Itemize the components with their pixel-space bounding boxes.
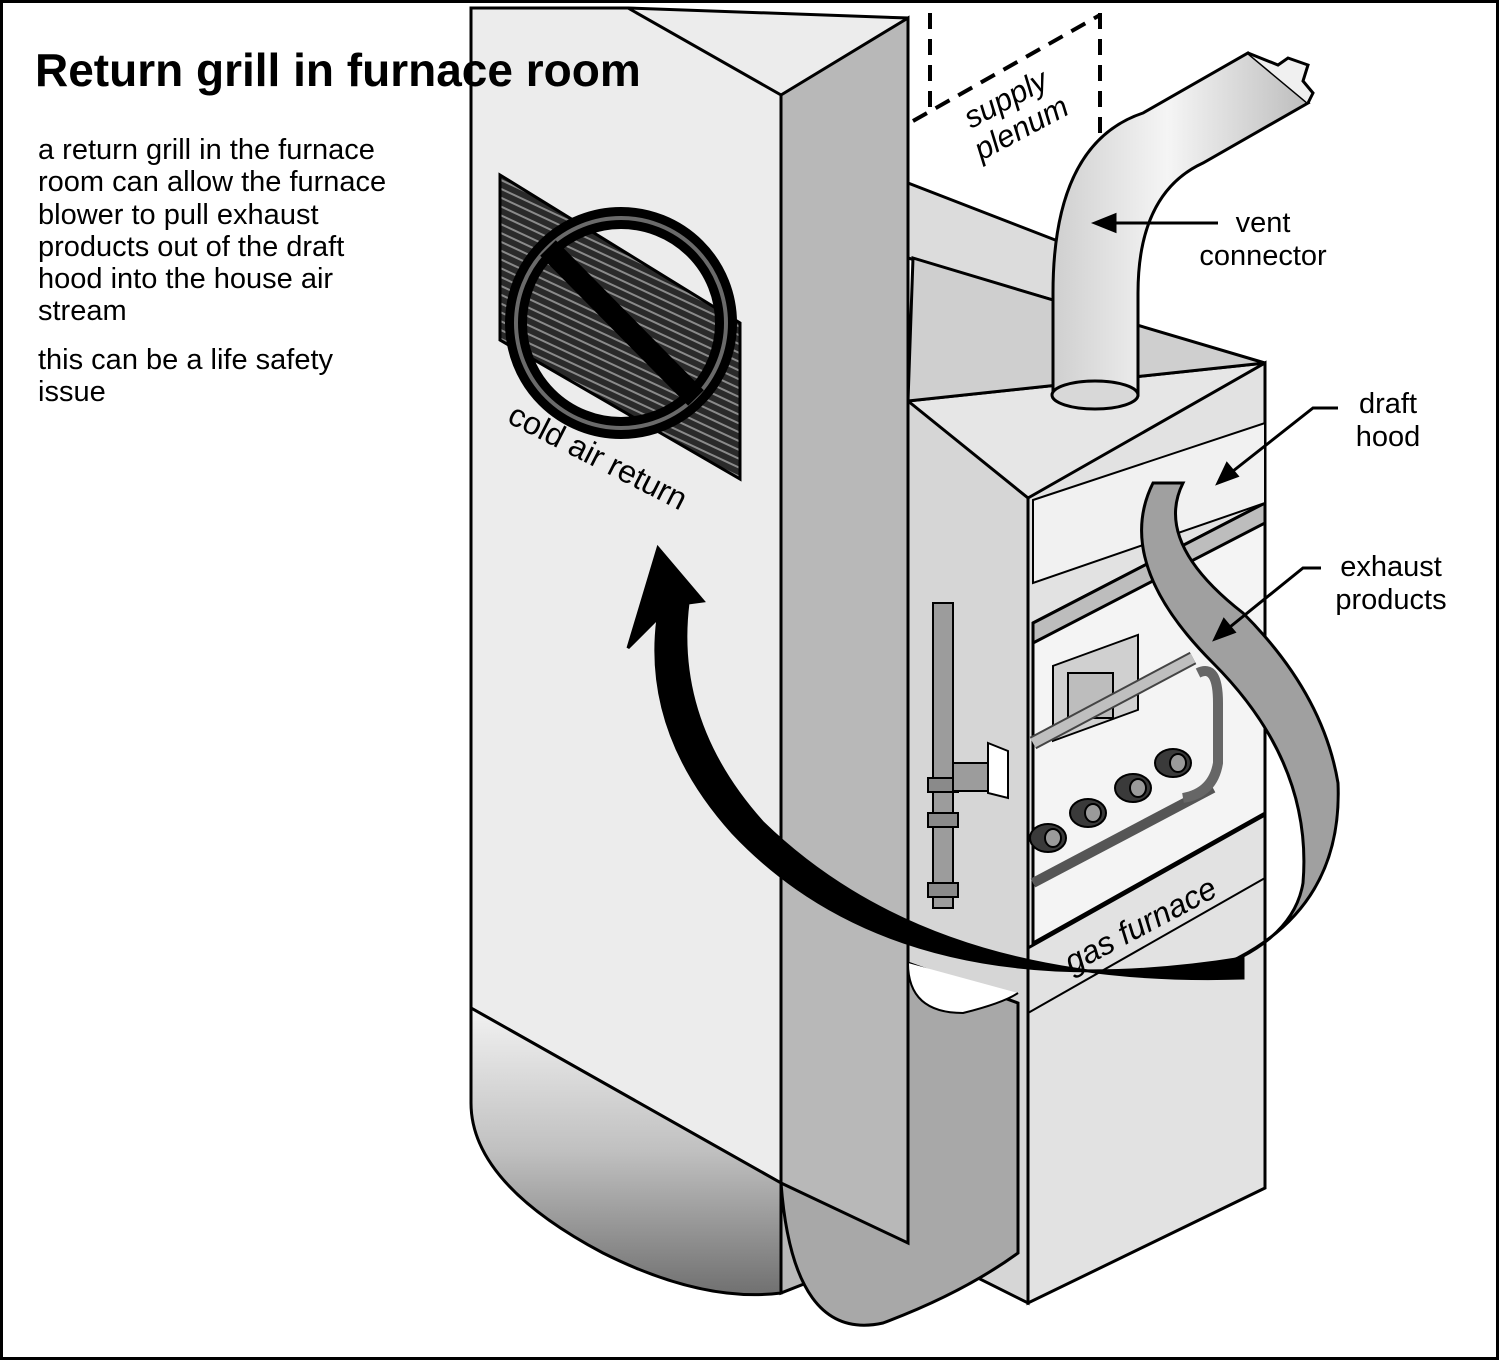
- burner-assembly: [1029, 633, 1223, 888]
- vent-connector-label: vent connector: [1199, 207, 1327, 272]
- description-paragraph: a return grill in the furnace room can a…: [38, 134, 387, 328]
- supply-plenum: [912, 13, 1102, 143]
- airflow-arrow-icon: [626, 544, 1245, 981]
- gas-pipe: [927, 602, 1009, 909]
- exhaust-products-label: exhaust products: [1335, 551, 1447, 616]
- vent-connector: [1050, 51, 1315, 411]
- page-title: Return grill in furnace room: [35, 44, 641, 96]
- callout-arrows: [1090, 212, 1338, 642]
- prohibition-icon: [505, 207, 737, 439]
- furnace-illustration: [469, 6, 1340, 1327]
- warning-paragraph: this can be a life safety issue: [38, 344, 333, 409]
- draft-hood-label: draft hood: [1355, 388, 1421, 453]
